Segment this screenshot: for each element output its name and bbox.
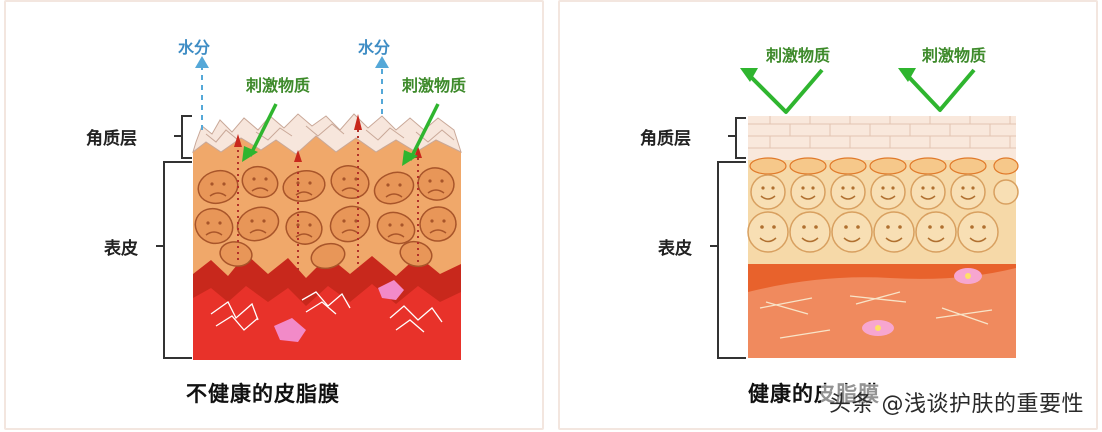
unhealthy-skin-panel: 水分 水分 刺激物质 刺激物质 角质层 表皮 不健康的皮脂膜: [4, 0, 544, 430]
brick-lines: [748, 116, 1016, 149]
penetration-paths: [237, 124, 419, 274]
sad-faces: [205, 187, 447, 238]
smile-mouths: [759, 195, 987, 243]
smiley-cells: [747, 174, 1019, 253]
healthy-skin-diagram: [710, 68, 1019, 359]
watermark: 头条 @浅谈护肤的重要性: [821, 384, 1092, 420]
irregular-cells: [194, 165, 457, 270]
irritant-label-1: 刺激物质: [766, 46, 831, 65]
dermis-fibers: [759, 291, 993, 339]
pink-cells: [274, 280, 404, 342]
intact-stratum-corneum: [748, 116, 1016, 160]
stratum-corneum-label: 角质层: [640, 129, 691, 149]
reflected-irritant-arrows: [746, 68, 976, 114]
red-spikes: [234, 114, 422, 162]
unhealthy-caption: 不健康的皮脂膜: [186, 382, 340, 406]
dermis-fibers: [210, 291, 443, 333]
healthy-skin-panel: 刺激物质 刺激物质 角质层 表皮 健康的皮脂膜: [558, 0, 1098, 430]
water-label-2: 水分: [358, 38, 391, 57]
reflected-arrowheads: [740, 68, 916, 82]
yellow-dots: [875, 273, 971, 331]
irritant-arrowheads: [242, 146, 418, 166]
sad-eyes: [206, 177, 446, 227]
irritant-label-2: 刺激物质: [922, 46, 987, 65]
epidermis-label: 表皮: [104, 239, 138, 259]
upper-smile-cells: [749, 157, 1019, 175]
water-label-1: 水分: [178, 38, 211, 57]
epidermis-label: 表皮: [658, 239, 692, 259]
layer-brackets: [156, 115, 192, 359]
unhealthy-skin-diagram: [156, 56, 462, 360]
irritant-label-2: 刺激物质: [402, 76, 467, 95]
irritant-arrows: [248, 103, 440, 161]
water-loss-arrows: [201, 66, 383, 130]
stratum-corneum-label: 角质层: [86, 129, 137, 149]
irritant-label-1: 刺激物质: [246, 76, 311, 95]
smile-eyes: [760, 186, 986, 229]
layer-brackets: [710, 117, 746, 359]
water-arrowheads: [195, 56, 389, 68]
